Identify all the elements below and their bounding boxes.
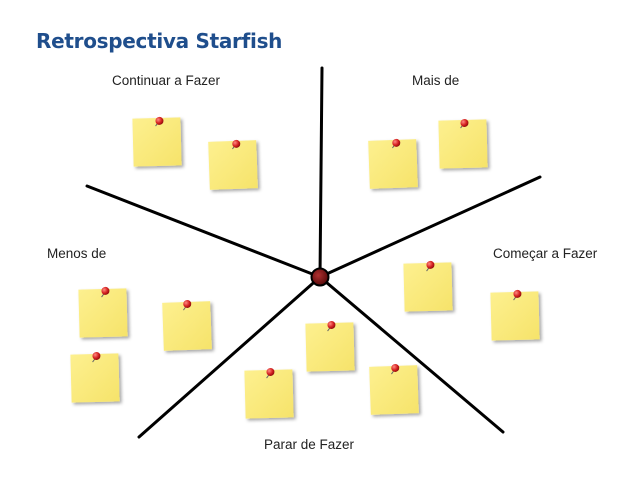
label-mais-de: Mais de: [412, 73, 460, 88]
diagram-title: Retrospectiva Starfish: [36, 29, 283, 53]
pin-icon: [232, 139, 241, 148]
star-line-left: [85, 184, 322, 279]
sticky-note[interactable]: [369, 363, 419, 415]
sticky-note[interactable]: [162, 299, 212, 351]
sticky-note[interactable]: [78, 286, 128, 338]
pin-icon: [183, 299, 192, 308]
pin-icon: [391, 363, 400, 372]
star-line-bottom-right: [318, 275, 505, 434]
pin-icon: [426, 260, 435, 269]
sticky-note[interactable]: [244, 367, 294, 419]
pin-icon: [92, 351, 101, 360]
star-line-bottom-left: [137, 275, 322, 439]
pin-icon: [155, 116, 164, 125]
pin-icon: [101, 286, 110, 295]
sticky-note[interactable]: [132, 116, 182, 167]
sticky-note[interactable]: [70, 351, 120, 403]
pin-icon: [392, 138, 401, 147]
label-comecar-a-fazer: Começar a Fazer: [493, 246, 598, 261]
sticky-note[interactable]: [368, 138, 418, 189]
sticky-note[interactable]: [208, 139, 258, 190]
sticky-note[interactable]: [305, 320, 355, 372]
star-line-top: [318, 66, 324, 279]
star-line-right: [318, 175, 542, 279]
pin-icon: [460, 118, 469, 127]
pin-icon: [513, 289, 522, 298]
sticky-note[interactable]: [490, 289, 540, 341]
label-continuar-a-fazer: Continuar a Fazer: [112, 73, 221, 88]
pin-icon: [266, 367, 275, 376]
label-menos-de: Menos de: [47, 246, 107, 261]
sticky-note[interactable]: [403, 260, 453, 312]
sticky-note[interactable]: [438, 118, 488, 169]
center-node: [310, 267, 330, 287]
pin-icon: [327, 320, 336, 329]
label-parar-de-fazer: Parar de Fazer: [264, 437, 355, 452]
